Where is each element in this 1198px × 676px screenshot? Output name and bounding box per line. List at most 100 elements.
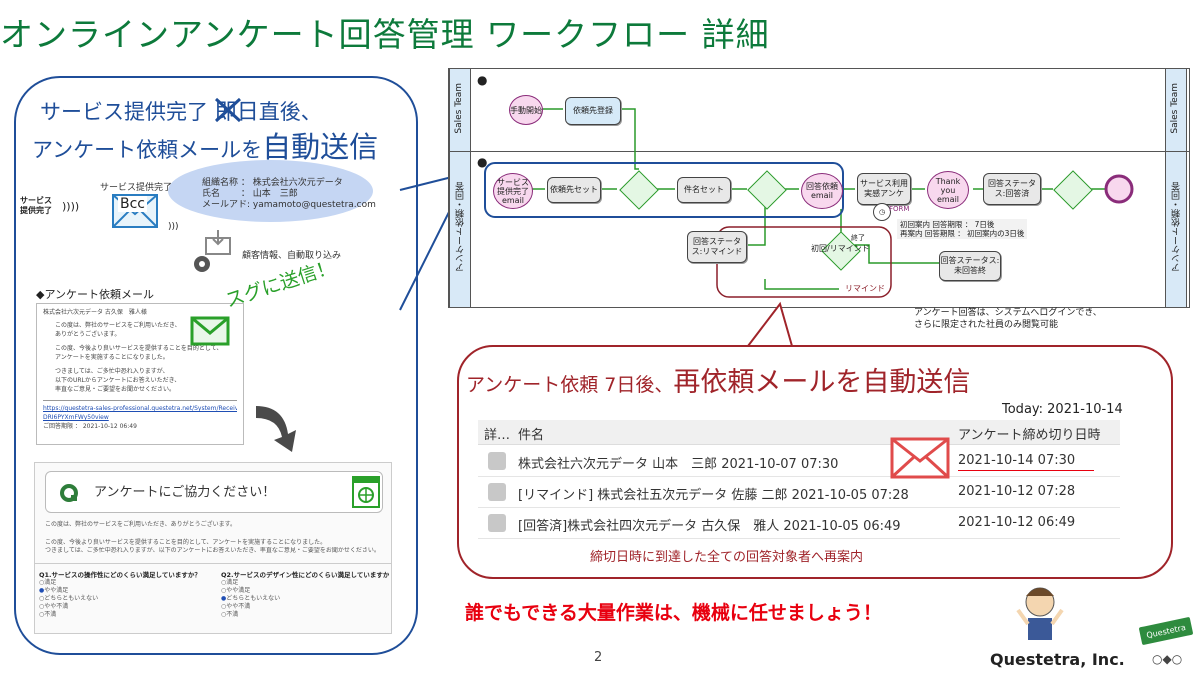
radio-option[interactable]: ○満足 [221,579,239,586]
radio-option[interactable]: ○やや不満 [221,603,251,610]
timer-icon: ◷ [873,203,891,221]
table-row[interactable]: [回答済]株式会社四次元データ 古久保 雅人 2021-10-05 06:49 … [478,508,1120,539]
page-title: オンラインアンケート回答管理 ワークフロー 詳細 [0,15,770,54]
bcc-label: Bcc [118,196,147,212]
form-line: この度、今後より良いサービスを提供することを目的として、アンケートを実施すること… [45,539,327,546]
service-done-label: サービス提供完了 [20,196,52,215]
col-detail[interactable]: 詳… [484,428,511,443]
mail-line: 株式会社六次元データ 古久保 雅人様 [43,309,147,316]
q1-options: ○満足 ●やや満足 ○どちらともいえない ○やや不満 ○不満 [39,579,98,619]
reminder-heading: アンケート依頼 7日後、再依頼メールを自動送信 [466,367,971,398]
send-mail-icon [190,316,230,346]
question-2: Q2.サービスのデザイン性にどのくらい満足していますか？ [221,571,389,579]
brand-name: Questetra, Inc. [990,650,1125,669]
workflow-diagram: Sales Team Sales Team アンケート依頼・回答 アンケート依頼… [448,68,1190,308]
q2-options: ○満足 ○やや満足 ●どちらともいえない ○やや不満 ○不満 [221,579,280,619]
radio-option[interactable]: ○不満 [39,611,57,618]
task-status-remind[interactable]: 回答ステータス:リマインド [687,231,747,263]
lane-label-left: アンケート依頼・回答 [449,152,471,307]
headline-line-1: サービス提供完了 即日直後、 [40,92,322,126]
mail-line: つきましては、ご多忙中恐れ入りますが、 [55,368,169,375]
survey-form-header: アンケートにご協力ください！ [45,471,383,513]
survey-form-preview: アンケートにご協力ください！ この度は、弊社のサービスをご利用いただき、ありがと… [34,462,392,634]
mail-deadline: ご回答期限 ： 2021-10-12 06:49 [43,423,137,430]
customer-info-text: 組織名称 ： 株式会社六次元データ 氏名 ： 山本 三郎 メールアド: yama… [202,178,376,210]
person-icon: ● [477,73,488,87]
person-icon: ● [477,155,488,169]
red-mail-icon [890,437,950,479]
event-thank-you[interactable]: Thank you email [927,171,969,209]
task-service-survey[interactable]: サービス利用実感アンケ [857,173,911,205]
callout-pointer [747,301,793,347]
timer-note: 初回案内 回答期限 ： 7日後 再案内 回答期限 ： 初回案内の3日後 [897,219,1028,239]
row-deadline: 2021-10-14 07:30 [958,453,1076,468]
signal-icon: )))) [62,200,80,213]
signal-icon: ))) [168,222,179,232]
radio-option[interactable]: ○どちらともいえない [39,595,99,602]
search-icon[interactable] [488,483,506,501]
event-answer-request[interactable]: 回答依頼 email [801,173,843,209]
row-subject[interactable]: [回答済]株式会社四次元データ 古久保 雅人 2021-10-05 06:49 [518,519,901,534]
mail-heading: ◆アンケート依頼メール [36,288,155,301]
row-subject[interactable]: 株式会社六次元データ 山本 三郎 2021-10-07 07:30 [518,457,839,472]
mail-line: アンケートを実施することになりました。 [55,354,169,361]
table-row[interactable]: 株式会社六次元データ 山本 三郎 2021-10-07 07:30 2021-1… [478,446,1120,477]
search-icon[interactable] [488,514,506,532]
survey-link[interactable]: https://questetra-sales-professional.que… [43,405,237,412]
form-tag: FORM [889,205,910,213]
search-icon[interactable] [488,452,506,470]
row-subject[interactable]: [リマインド] 株式会社五次元データ 佐藤 二郎 2021-10-05 07:2… [518,488,909,503]
table-row[interactable]: [リマインド] 株式会社五次元データ 佐藤 二郎 2021-10-05 07:2… [478,477,1120,508]
question-1: Q1.サービスの操作性にどのくらい満足していますか？ [39,571,201,579]
radio-option[interactable]: ○やや不満 [39,603,69,610]
remind-label: リマインド [845,284,885,293]
task-set-subject[interactable]: 件名セット [677,177,731,203]
radio-option[interactable]: ○やや満足 [221,587,251,594]
questetra-logo-icon [60,484,78,502]
service-mail-label: サービス提供完了メール [100,183,200,193]
col-deadline[interactable]: アンケート締め切り日時 [958,428,1101,443]
end-branch-label: 終了 [851,234,865,242]
highlight-underline [958,470,1094,471]
gear-import-icon [194,230,231,272]
radio-option-selected[interactable]: ●どちらともいえない [221,595,281,602]
survey-link-2[interactable]: DRI6PYXmFWy50view [43,414,109,421]
mail-line: ありがとうございます。 [55,331,121,338]
brand-badge: Questetra [1138,616,1194,646]
access-note: アンケート回答は、システムへログインでき、 さらに限定された社員のみ閲覧可能 [914,308,1102,330]
today-label: Today: 2021-10-14 [1002,402,1123,417]
start-event[interactable]: 手動開始 [509,95,543,125]
radio-option[interactable]: ○不満 [221,611,239,618]
row-deadline: 2021-10-12 07:28 [958,484,1076,499]
mail-line: この度は、弊社のサービスをご利用いただき、 [55,322,181,329]
end-event[interactable] [1098,175,1126,203]
task-set-target[interactable]: 依頼先セット [547,177,601,203]
radio-option[interactable]: ○満足 [39,579,57,586]
row-deadline: 2021-10-12 06:49 [958,515,1076,530]
event-service-done[interactable]: サービス提供完了 email [493,173,533,209]
table-header: 詳… 件名 アンケート締め切り日時 [478,420,1120,445]
lane-label-right: Sales Team [1165,69,1187,151]
task-status-pending[interactable]: 回答ステータス:未回答終 [939,251,1001,281]
reminder-footer: 締切日時に到達した全ての回答対象者へ再案内 [590,550,864,565]
customer-info-cloud [168,160,373,222]
headline-line-2: アンケート依頼メールを自動送信 [32,130,379,164]
down-arrow-icon [256,406,296,452]
radio-option-selected[interactable]: ●やや満足 [39,587,69,594]
brand-symbol-icon: ○◆○ [1152,652,1183,666]
crossed-word: 即日 [214,92,259,126]
reminder-callout [457,345,1173,579]
cross-mark-icon [214,97,241,123]
task-register[interactable]: 依頼先登録 [565,97,621,125]
globe-icon [352,476,380,508]
first-remind-label: 初回/リマインド [811,244,870,253]
mascot-icon [1016,587,1064,640]
slogan: 誰でもできる大量作業は、機械に任せましょう！ [465,602,882,624]
lane-label-left: Sales Team [449,69,471,151]
task-status-done[interactable]: 回答ステータス:回答済 [983,173,1041,205]
auto-import-label: 顧客情報、自動取り込み [242,251,342,261]
mail-line: 以下のURLからアンケートにお答えいただき、 [55,377,181,384]
mail-line: 率直なご意見・ご要望をお聞かせください。 [55,386,176,393]
col-subject[interactable]: 件名 [518,428,545,443]
form-line: つきましては、ご多忙中恐れ入りますが、以下のアンケートにお答えいただき、率直なご… [45,547,380,554]
